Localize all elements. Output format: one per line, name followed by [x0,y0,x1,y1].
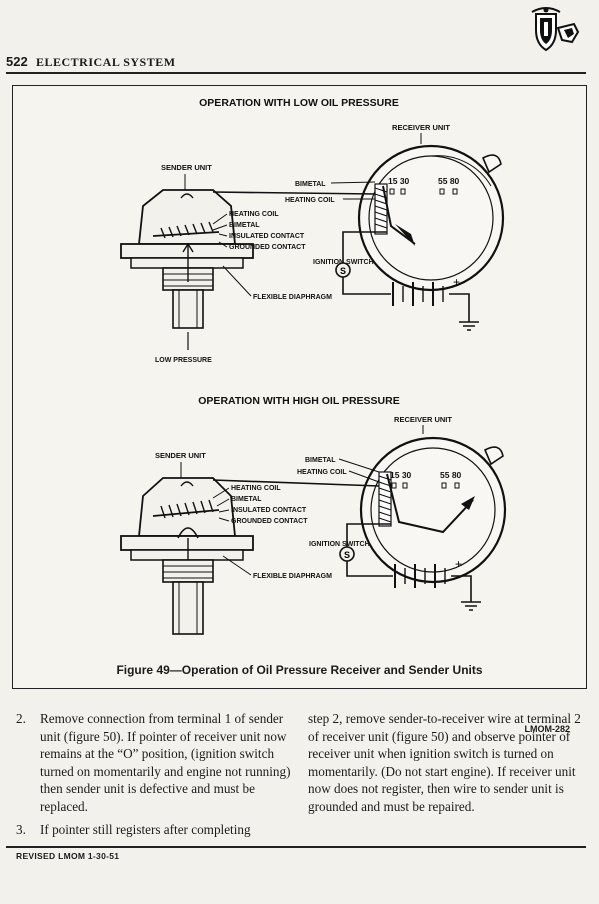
top-flexible-diaphragm-label: FLEXIBLE DIAPHRAGM [253,294,332,301]
bottom-ignition-switch-label: IGNITION SWITCH [309,541,370,548]
list-item-number: 3. [16,822,26,837]
top-grounded-contact-label: GROUNDED CONTACT [229,244,306,251]
left-column: 2. Remove connection from terminal 1 of … [16,710,294,845]
top-insulated-contact-label: INSULATED CONTACT [229,233,305,240]
bottom-receiver-gauge: 15 30 55 80 [359,436,507,584]
top-gauge-scale-right: 55 80 [438,176,460,186]
bottom-battery: + [394,557,462,588]
bottom-grounded-contact-label: GROUNDED CONTACT [231,518,308,525]
revision-footer: REVISED LMOM 1-30-51 [16,851,120,861]
list-item: 2. Remove connection from terminal 1 of … [16,710,294,815]
list-item-number: 2. [16,711,26,726]
top-bimetal-label: BIMETAL [229,222,260,229]
top-bimetal-receiver-label: BIMETAL [295,181,326,188]
figure-49: OPERATION WITH LOW OIL PRESSURE RECEIVER… [12,85,587,734]
top-sender-unit [120,189,254,329]
list-item-text: Remove connection from terminal 1 of sen… [40,711,291,814]
bottom-diagram-title: OPERATION WITH HIGH OIL PRESSURE [198,395,399,407]
figure-caption: Figure 49—Operation of Oil Pressure Rece… [116,663,483,677]
bottom-sender-unit-label: SENDER UNIT [155,451,206,460]
svg-text:+: + [455,557,462,571]
svg-text:S: S [344,550,350,560]
bottom-heating-coil-receiver-label: HEATING COIL [297,469,347,476]
bottom-receiver-unit-label: RECEIVER UNIT [394,415,452,424]
bottom-gauge-scale-left: 15 30 [390,470,412,480]
header-rule [6,72,586,74]
crest-logo [531,7,580,52]
section-title: ELECTRICAL SYSTEM [36,55,176,69]
bottom-heating-coil-label: HEATING COIL [231,485,281,492]
top-low-pressure-label: LOW PRESSURE [155,357,212,364]
top-receiver-gauge: 15 30 55 80 [357,144,505,292]
bottom-insulated-contact-label: INSULATED CONTACT [231,507,307,514]
svg-text:+: + [453,275,460,289]
top-diagram-title: OPERATION WITH LOW OIL PRESSURE [199,97,399,109]
top-sender-unit-label: SENDER UNIT [161,163,212,172]
top-heating-coil-label: HEATING COIL [229,211,279,218]
page-header: 522 ELECTRICAL SYSTEM [6,52,586,72]
right-column: step 2, remove sender-to-receiver wire a… [308,710,586,815]
bottom-bimetal-label: BIMETAL [231,496,262,503]
bottom-gauge-scale-right: 55 80 [440,470,462,480]
top-receiver-unit-label: RECEIVER UNIT [392,123,450,132]
top-battery: + [392,275,460,306]
page-number: 522 [6,54,28,69]
list-item-text: If pointer still registers after complet… [40,822,251,837]
oil-pressure-diagram: OPERATION WITH LOW OIL PRESSURE RECEIVER… [120,97,507,635]
figure-code: LMOM-282 [524,724,570,734]
continued-text: step 2, remove sender-to-receiver wire a… [308,711,581,814]
top-gauge-scale-left: 15 30 [388,176,410,186]
bottom-bimetal-receiver-label: BIMETAL [305,457,336,464]
bottom-flexible-diaphragm-label: FLEXIBLE DIAPHRAGM [253,573,332,580]
footer-rule [6,846,586,848]
list-item: 3. If pointer still registers after comp… [16,821,294,839]
bottom-sender-unit [120,477,254,635]
top-heating-coil-receiver-label: HEATING COIL [285,197,335,204]
svg-text:S: S [340,266,346,276]
